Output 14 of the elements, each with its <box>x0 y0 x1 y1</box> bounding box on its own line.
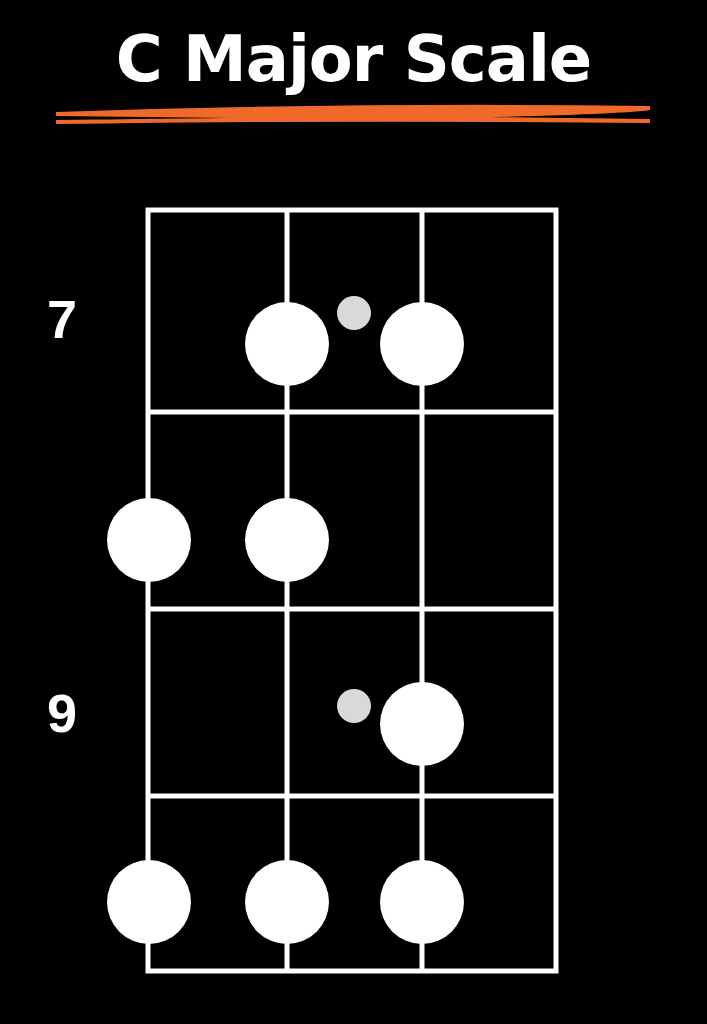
title: C Major Scale <box>114 22 593 96</box>
fret-number: 7 <box>45 288 78 350</box>
fret-number: 9 <box>45 682 78 744</box>
note-dot <box>380 302 464 386</box>
title-underline <box>54 104 652 124</box>
note-dot <box>245 498 329 582</box>
note-dot <box>380 682 464 766</box>
note-dot <box>245 302 329 386</box>
note-dot <box>107 860 191 944</box>
note-dot <box>245 860 329 944</box>
note-dot <box>380 860 464 944</box>
fret-marker <box>337 296 371 330</box>
note-dot <box>107 498 191 582</box>
fret-marker <box>337 689 371 723</box>
